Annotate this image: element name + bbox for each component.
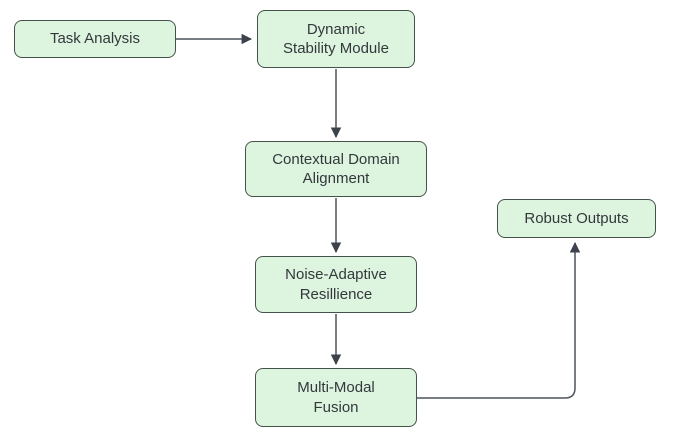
- node-multi-modal-fusion: Multi-Modal Fusion: [255, 368, 417, 427]
- node-noise-adaptive-resillience: Noise-Adaptive Resillience: [255, 256, 417, 313]
- node-robust-outputs: Robust Outputs: [497, 199, 656, 238]
- node-dynamic-stability-module-label: Dynamic Stability Module: [283, 20, 389, 58]
- node-robust-outputs-label: Robust Outputs: [524, 209, 629, 227]
- node-contextual-domain-alignment: Contextual Domain Alignment: [245, 141, 427, 197]
- node-task-analysis-label: Task Analysis: [49, 30, 141, 48]
- node-dynamic-stability-module: Dynamic Stability Module: [257, 10, 415, 68]
- node-contextual-domain-alignment-label: Contextual Domain Alignment: [272, 150, 400, 188]
- edge-multimodal-to-robust-arrow: [417, 241, 581, 399]
- node-task-analysis: Task Analysis: [14, 20, 176, 58]
- node-noise-adaptive-resillience-label: Noise-Adaptive Resillience: [285, 266, 387, 303]
- node-multi-modal-fusion-label: Multi-Modal Fusion: [297, 379, 375, 416]
